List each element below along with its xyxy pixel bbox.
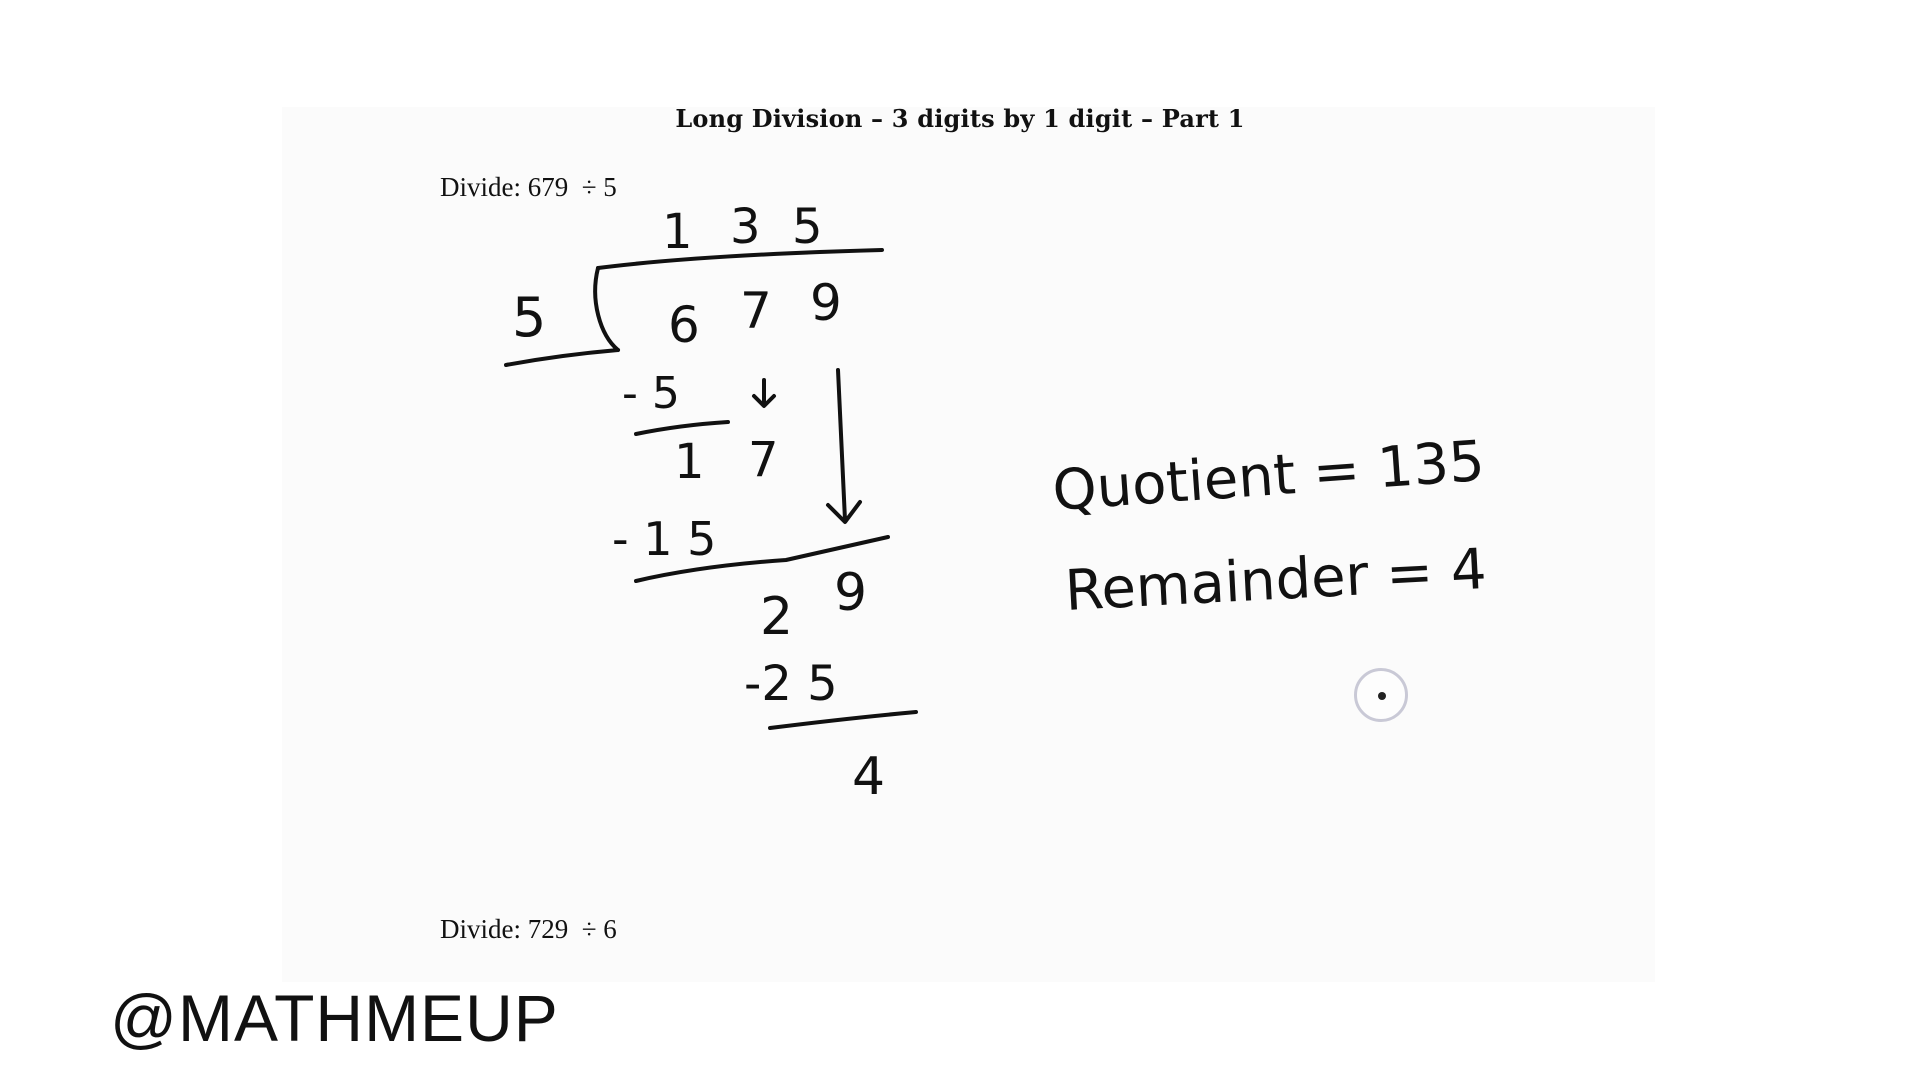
bring-down-arrow-short: [752, 378, 776, 408]
problem-1-label: Divide: 679 ÷ 5: [440, 172, 617, 202]
result-digit: 1: [674, 434, 705, 490]
subtraction-line-1: [634, 420, 730, 436]
remainder-note: Remainder = 4: [1063, 537, 1488, 624]
quotient-digit: 3: [730, 199, 761, 255]
result-digit: 7: [748, 432, 779, 488]
dividend-digit: 6: [668, 296, 700, 354]
subtraction-line-2: [634, 535, 890, 583]
remainder-digit: 4: [852, 747, 885, 807]
channel-watermark: @MATHMEUP: [110, 981, 559, 1055]
worksheet-title: Long Division – 3 digits by 1 digit – Pa…: [675, 104, 1245, 133]
pen-cursor-dot: [1378, 692, 1386, 700]
bring-down-arrow-long: [826, 368, 862, 524]
quotient-note: Quotient = 135: [1050, 429, 1486, 524]
result-digit: 2: [760, 587, 793, 647]
subtract-step-1: - 5: [622, 368, 680, 419]
subtract-step-2: - 1 5: [612, 512, 716, 566]
worksheet-page: [282, 107, 1655, 982]
division-bracket: [593, 266, 620, 352]
divisor-underline: [504, 348, 620, 367]
subtract-step-3: -2 5: [744, 656, 838, 712]
quotient-digit: 1: [662, 204, 693, 260]
subtraction-line-3: [768, 710, 918, 730]
dividend-digit: 7: [740, 282, 772, 340]
result-digit: 9: [834, 563, 867, 623]
problem-2-label: Divide: 729 ÷ 6: [440, 914, 617, 944]
quotient-digit: 5: [792, 199, 823, 255]
dividend-digit: 9: [810, 274, 842, 332]
pen-cursor-icon: [1354, 668, 1408, 722]
quotient-bar-line: [596, 248, 884, 270]
divisor-digit: 5: [512, 286, 546, 349]
